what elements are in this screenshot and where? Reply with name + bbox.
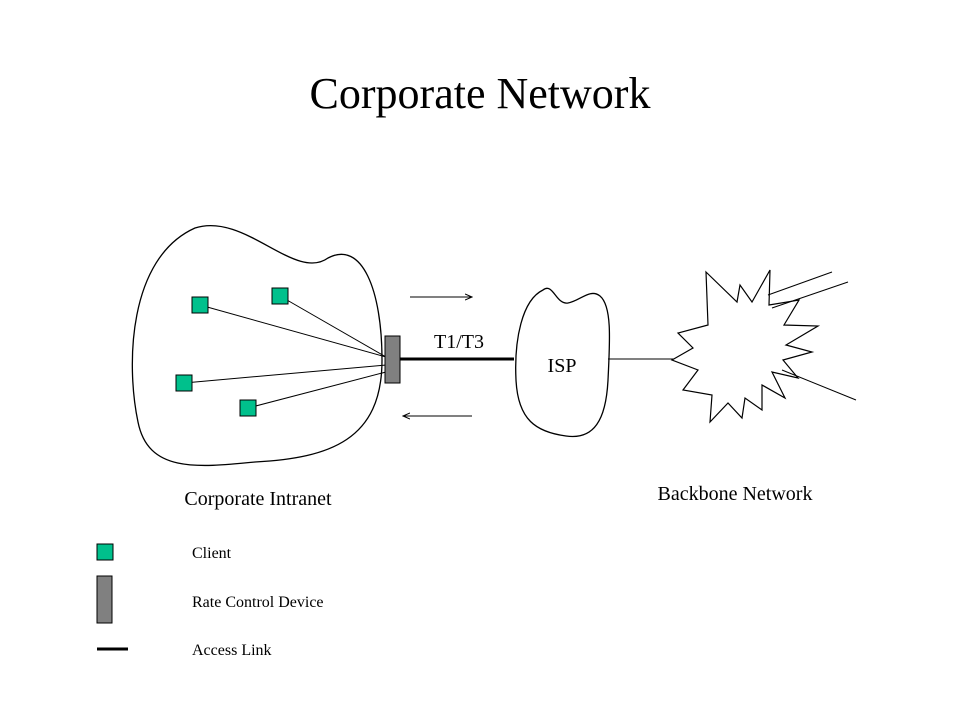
rate-control-device	[384, 335, 401, 384]
client-node	[271, 287, 289, 305]
isp-cloud	[515, 287, 611, 438]
intranet-label: Corporate Intranet	[184, 488, 332, 510]
legend-client-label: Client	[192, 545, 232, 562]
page-title: Corporate Network	[310, 69, 651, 118]
legend-rate-control-label: Rate Control Device	[192, 594, 324, 611]
backbone-links	[767, 271, 857, 401]
intranet-cloud	[131, 225, 383, 467]
legend-access-link-label: Access Link	[192, 642, 272, 659]
legend-client-swatch	[96, 543, 114, 561]
isp-label: ISP	[548, 355, 577, 377]
client-node	[191, 296, 209, 314]
link-label: T1/T3	[434, 331, 484, 353]
backbone-starburst	[670, 269, 821, 424]
client-links	[183, 295, 387, 409]
legend: Client Rate Control Device Access Link	[96, 543, 324, 659]
legend-rate-control-swatch	[96, 575, 113, 624]
backbone-label: Backbone Network	[658, 483, 813, 505]
client-node	[239, 399, 257, 417]
client-node	[175, 374, 193, 392]
